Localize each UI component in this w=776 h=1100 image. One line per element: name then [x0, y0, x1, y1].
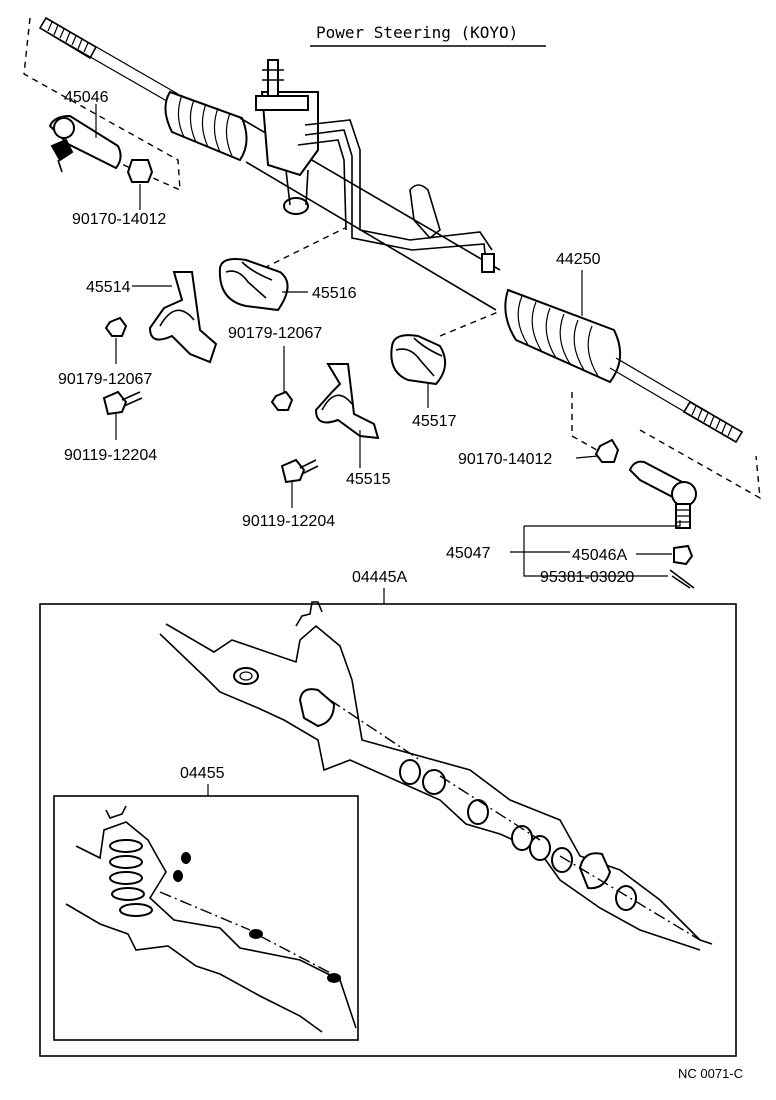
label-04445A: 04445A: [352, 569, 407, 586]
label-45514: 45514: [86, 279, 131, 296]
bracket-right: [314, 363, 380, 440]
label-90170-14012-right: 90170-14012: [458, 451, 552, 468]
bolt-right: [280, 458, 319, 484]
nut-right: [594, 438, 620, 463]
tie-rod-end-right: [628, 460, 697, 529]
cotter-pin: [669, 569, 695, 589]
kit-housing-outline: [159, 601, 713, 951]
label-45515: 45515: [346, 471, 391, 488]
footer-code: NC 0071-C: [678, 1066, 743, 1081]
kit-box-04445A: [39, 603, 737, 1057]
label-44250: 44250: [556, 251, 601, 268]
label-45046: 45046: [64, 89, 109, 106]
seal-kit-outline: [65, 805, 357, 1033]
bushing-left: [218, 258, 289, 312]
label-45517: 45517: [412, 413, 457, 430]
label-45046A: 45046A: [572, 547, 627, 564]
bolt-left: [102, 390, 143, 416]
label-04455: 04455: [180, 765, 225, 782]
nut-left: [126, 159, 154, 183]
steering-rack-assembly: [38, 16, 744, 444]
nut-bracket-left: [104, 316, 128, 337]
kit-box-04455: [53, 795, 359, 1041]
diagram-title: Power Steering (KOYO): [316, 23, 518, 42]
label-45516: 45516: [312, 285, 357, 302]
label-90179-12067-left: 90179-12067: [58, 371, 152, 388]
castle-nut: [673, 544, 694, 566]
label-90119-12204-right: 90119-12204: [242, 513, 335, 530]
label-95381-03020: 95381-03020: [540, 569, 634, 586]
label-90119-12204-left: 90119-12204: [64, 447, 157, 464]
label-90170-14012-left: 90170-14012: [72, 211, 166, 228]
bracket-left: [148, 271, 218, 364]
label-90179-12067-right: 90179-12067: [228, 325, 322, 342]
label-45047: 45047: [446, 545, 491, 562]
nut-bracket-right: [270, 390, 294, 411]
bushing-right: [390, 334, 447, 386]
tie-rod-end-left: [48, 114, 122, 173]
